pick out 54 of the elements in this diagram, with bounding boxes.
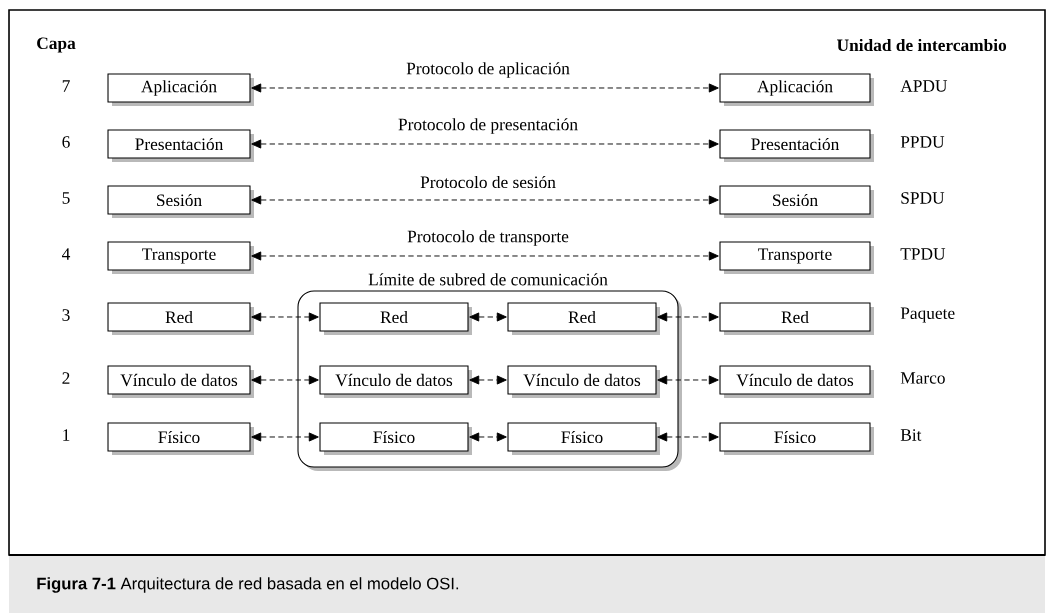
exchange-unit: Bit [900,429,922,441]
layer-box: Sesión [107,185,254,218]
layer-box: Red [719,302,874,335]
layer-box: Vínculo de datos [107,365,254,398]
arrow [251,139,719,149]
arrow [251,251,719,261]
layer-box: Presentación [107,129,254,162]
arrow [469,432,507,442]
arrow [469,375,507,385]
arrow [251,83,719,93]
layer-number: 3 [62,309,70,321]
arrow [657,432,719,442]
layer-number: 5 [62,192,70,204]
figure-caption: Figura 7-1 Arquitectura de red basada en el modelo OSI. [37,577,459,593]
layer-number: 1 [63,429,70,441]
layer-box: Sesión [719,185,874,218]
protocol-label: Protocolo de sesión [420,175,556,189]
exchange-unit: TPDU [900,248,946,260]
layer-box: Vínculo de datos [719,365,874,398]
layer-box: Red [319,302,472,335]
arrow [251,375,319,385]
exchange-unit: Paquete [900,307,955,323]
layer-box: Aplicación [107,73,254,106]
layer-number: 4 [62,248,71,260]
arrow [251,312,319,322]
layer-number: 2 [62,372,70,384]
arrow [251,195,719,205]
layer-box: Transporte [719,241,874,274]
layer-box: Presentación [719,129,874,162]
layer-number: 6 [62,136,70,148]
exchange-unit: SPDU [901,192,945,204]
layer-box: Físico [507,422,660,455]
exchange-unit: PPDU [900,136,945,148]
layer-box: Vínculo de datos [507,365,660,398]
protocol-label: Protocolo de transporte [407,230,569,246]
column-heading: Unidad de intercambio [837,38,1007,52]
column-heading: Capa [37,37,76,53]
protocol-label: Protocolo de aplicación [406,62,570,78]
arrow [657,375,719,385]
layer-box: Transporte [107,241,254,274]
arrow [251,432,319,442]
layer-box: Físico [107,422,254,455]
layer-box: Aplicación [719,73,874,106]
layer-box: Red [507,302,660,335]
exchange-unit: Marco [900,372,945,384]
layer-box: Físico [319,422,472,455]
exchange-unit: APDU [900,80,948,92]
layer-box: Físico [719,422,874,455]
layer-box: Vínculo de datos [319,365,472,398]
arrow [469,312,507,322]
protocol-label: Protocolo de presentación [398,118,578,134]
layer-box: Red [107,302,254,335]
layer-number: 7 [62,80,70,92]
arrow [657,312,719,322]
